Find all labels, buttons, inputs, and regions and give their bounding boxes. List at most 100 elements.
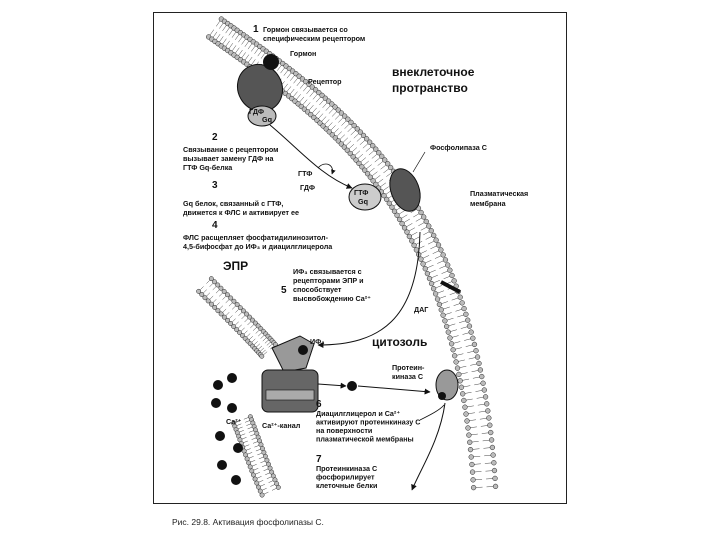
plasma-membrane-head	[423, 218, 429, 225]
gq-label-2: Gq	[358, 197, 368, 206]
ca-ion	[231, 475, 241, 485]
plasma-membrane-head	[479, 373, 485, 380]
plasma-membrane-head	[492, 475, 498, 482]
plasma-membrane-head	[440, 252, 446, 258]
plasma-membrane-head	[463, 311, 469, 317]
plasma-membrane-head	[382, 157, 388, 163]
plasma-membrane-head	[422, 266, 428, 272]
plasma-membrane-head	[431, 232, 437, 239]
er-membrane-upper-head	[199, 292, 205, 297]
plasma-membrane-head	[457, 378, 463, 384]
plasma-membrane-head	[491, 467, 498, 474]
er-membrane-lower-head	[244, 456, 250, 462]
ip3-receptor	[271, 335, 315, 373]
plasma-membrane-head	[389, 204, 395, 210]
step-5-text: рецепторами ЭПР и	[293, 276, 364, 285]
plasma-membrane-head	[391, 208, 398, 214]
plc-label: Фосфолипаза С	[430, 143, 487, 152]
plasma-membrane-head	[404, 229, 410, 235]
er-membrane-upper-head	[202, 295, 208, 301]
step-3-text: движется к ФЛС и активирует ее	[183, 208, 299, 217]
plasma-membrane-head	[345, 116, 351, 122]
er-membrane	[196, 276, 281, 498]
er-membrane-lower-head	[256, 484, 261, 490]
pkc-label-1: Протеин-	[392, 363, 425, 372]
gtp-label-1: ГТФ	[298, 169, 312, 178]
step-7-text: фосфорилирует	[316, 473, 375, 482]
step-7-text: Протеинкиназа С	[316, 464, 377, 473]
er-membrane-lower-head	[247, 464, 253, 470]
plasma-membrane-head	[477, 367, 484, 373]
extracellular-label: внеклеточное	[392, 65, 475, 79]
er-label: ЭПР	[223, 259, 248, 273]
plasma-membrane-head	[409, 238, 415, 244]
plasma-membrane-head	[386, 200, 392, 206]
ca-ion	[227, 373, 237, 383]
pkc-activation-arrow	[419, 404, 445, 421]
plasma-membrane-head	[434, 296, 441, 302]
er-membrane-lower-head	[254, 480, 260, 486]
plasma-membrane-head	[401, 225, 408, 231]
step-5-text: способствует	[293, 285, 342, 294]
er-membrane-upper-head	[259, 353, 265, 359]
plasma-membrane-head	[485, 408, 491, 414]
step-5-text: ИФ₃ связывается с	[293, 267, 362, 276]
plasma-membrane-head	[470, 477, 476, 483]
step-1-text: специфическим рецептором	[263, 34, 365, 43]
plasma-membrane-head	[489, 444, 496, 451]
plasma-membrane-head	[471, 341, 478, 348]
pkc-bound-ca	[438, 392, 446, 400]
plasma-membrane-head	[438, 247, 444, 253]
step-number-3: 3	[212, 180, 218, 191]
ca-ion	[227, 403, 237, 413]
er-membrane-lower-head	[246, 460, 252, 466]
plasma-membrane-head	[367, 139, 373, 145]
plc-pointer-line	[412, 151, 426, 173]
ca-ion-released	[347, 381, 357, 391]
plasma-membrane-head	[448, 341, 455, 347]
plasma-membrane-head	[481, 387, 487, 393]
plasma-membrane-head	[411, 242, 417, 249]
plasma-membrane-head	[492, 483, 499, 490]
plasma-membrane-head	[325, 98, 332, 104]
plasma-membrane-head	[490, 452, 496, 458]
plasma-membrane-head	[469, 461, 475, 468]
plasma-membrane-head	[367, 174, 373, 180]
plasma-membrane-head	[451, 278, 457, 284]
gq-gtp-protein	[348, 183, 382, 211]
step-2-text: вызывает замену ГДФ на	[183, 154, 275, 163]
plasma-membrane-head	[338, 110, 345, 116]
plasma-membrane-head	[376, 150, 382, 156]
plasma-membrane-head	[353, 157, 359, 163]
plasma-membrane-head	[468, 329, 474, 335]
plasma-membrane-head	[461, 305, 467, 312]
ca-channel-pore	[265, 389, 315, 401]
plasma-membrane-head	[467, 446, 474, 453]
er-membrane-upper-head	[205, 298, 211, 304]
er-membrane-upper-head	[250, 317, 255, 323]
er-membrane-lower-head	[275, 484, 281, 490]
er-membrane-lower-head	[249, 468, 255, 474]
plasma-membrane-head	[470, 484, 477, 491]
plasma-membrane-head	[438, 307, 444, 313]
plasma-membrane-head	[364, 171, 371, 177]
er-membrane-upper-head	[241, 308, 246, 314]
step-7-text: клеточные белки	[316, 481, 377, 490]
er-membrane-upper-head	[234, 302, 240, 307]
plasma-membrane-head	[354, 126, 360, 132]
ip3-diffusion-arrow	[317, 231, 421, 348]
plasma-membrane-head	[385, 161, 391, 167]
plasma-membrane-head	[370, 143, 376, 149]
step-3-text: Gq белок, связанный с ГТФ,	[183, 199, 283, 208]
er-membrane-upper-head	[247, 314, 253, 320]
step-4-text: ФЛС расщепляет фосфатидилинозитол-	[183, 233, 329, 242]
step-number-6: 6	[316, 399, 322, 410]
er-membrane-upper-head	[208, 276, 214, 282]
plasma-membrane-head	[473, 348, 479, 354]
extracellular-label-2: протранство	[392, 81, 468, 95]
plasma-membrane-head	[470, 335, 476, 341]
plasma-membrane-head	[445, 329, 451, 335]
step-number-7: 7	[316, 454, 322, 465]
er-membrane-lower-head	[257, 488, 263, 494]
